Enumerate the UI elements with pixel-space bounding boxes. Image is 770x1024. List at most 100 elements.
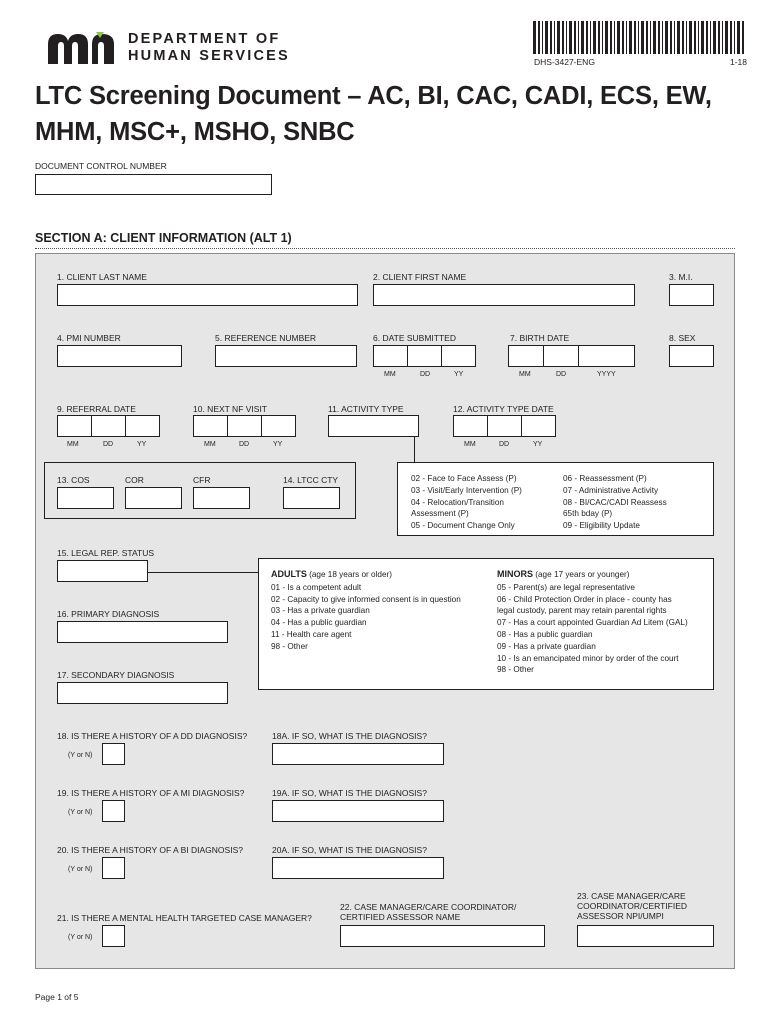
bi-history-label: 20. IS THERE A HISTORY OF A BI DIAGNOSIS…: [57, 845, 243, 855]
referral-date-yy[interactable]: [125, 415, 160, 437]
section-title: SECTION A: CLIENT INFORMATION (ALT 1): [35, 231, 292, 245]
barcode: [533, 21, 744, 54]
client-first-name-label: 2. CLIENT FIRST NAME: [373, 272, 467, 282]
primary-diagnosis-input[interactable]: [57, 621, 228, 643]
next-nf-visit-dd[interactable]: [227, 415, 262, 437]
activity-type-date-dd[interactable]: [487, 415, 522, 437]
ltcc-cty-input[interactable]: [283, 487, 340, 509]
activity-code: Assessment (P): [411, 509, 469, 519]
legal-rep-status-input[interactable]: [57, 560, 148, 582]
activity-type-input[interactable]: [328, 415, 419, 437]
birth-date-yyyy[interactable]: [578, 345, 635, 367]
reference-number-input[interactable]: [215, 345, 357, 367]
case-manager-npi-input[interactable]: [577, 925, 714, 947]
cor-input[interactable]: [125, 487, 182, 509]
cos-input[interactable]: [57, 487, 114, 509]
case-manager-name-input[interactable]: [340, 925, 545, 947]
case-manager-name-label-line1: 22. CASE MANAGER/CARE COORDINATOR/: [340, 902, 517, 912]
mh-case-manager-input[interactable]: [102, 925, 125, 947]
page-number: Page 1 of 5: [35, 992, 79, 1002]
minor-code: 06 - Child Protection Order in place - c…: [497, 594, 672, 604]
date-submitted-yy[interactable]: [441, 345, 476, 367]
activity-code: 06 - Reassessment (P): [563, 474, 647, 483]
activity-type-label: 11. ACTIVITY TYPE: [328, 404, 404, 414]
department-line2: HUMAN SERVICES: [128, 48, 290, 64]
activity-type-date-mm-hint: MM: [464, 441, 476, 448]
next-nf-visit-dd-hint: DD: [239, 441, 250, 448]
client-last-name-input[interactable]: [57, 284, 358, 306]
next-nf-visit-yy[interactable]: [261, 415, 296, 437]
minor-code: 05 - Parent(s) are legal representative: [497, 582, 635, 592]
date-submitted-mm[interactable]: [373, 345, 408, 367]
activity-type-date-dd-hint: DD: [499, 441, 510, 448]
adults-column: ADULTS (age 18 years or older) 01 - Is a…: [271, 569, 461, 653]
minors-column: MINORS (age 17 years or younger) 05 - Pa…: [497, 569, 688, 676]
bi-history-yn-hint: (Y or N): [68, 866, 93, 873]
dd-history-input[interactable]: [102, 743, 125, 765]
activity-code: 07 - Administrative Activity: [563, 485, 659, 495]
dcn-label: DOCUMENT CONTROL NUMBER: [35, 161, 167, 171]
activity-type-date-label: 12. ACTIVITY TYPE DATE: [453, 404, 554, 414]
secondary-diagnosis-input[interactable]: [57, 682, 228, 704]
next-nf-visit-label: 10. NEXT NF VISIT: [193, 404, 268, 414]
bi-history-input[interactable]: [102, 857, 125, 879]
activity-type-date-yy[interactable]: [521, 415, 556, 437]
client-last-name-label: 1. CLIENT LAST NAME: [57, 272, 147, 282]
referral-date-dd[interactable]: [91, 415, 126, 437]
mi-history-yn-hint: (Y or N): [68, 809, 93, 816]
pmi-number-input[interactable]: [57, 345, 182, 367]
case-manager-name-label: 22. CASE MANAGER/CARE COORDINATOR/ CERTI…: [340, 902, 516, 922]
dd-history-yn-hint: (Y or N): [68, 752, 93, 759]
cfr-input[interactable]: [193, 487, 250, 509]
adults-title: ADULTS: [271, 569, 307, 579]
sex-label: 8. SEX: [669, 333, 696, 343]
mi-diagnosis-input[interactable]: [272, 800, 444, 822]
form-code: DHS-3427-ENG: [534, 57, 595, 67]
minors-note: (age 17 years or younger): [535, 570, 630, 579]
minor-code: 09 - Has a private guardian: [497, 641, 596, 651]
minor-code: legal custody, parent may retain parenta…: [497, 606, 667, 616]
mh-case-manager-label: 21. IS THERE A MENTAL HEALTH TARGETED CA…: [57, 913, 312, 923]
adult-code: 98 - Other: [271, 641, 308, 651]
adult-code: 04 - Has a public guardian: [271, 618, 367, 628]
case-manager-name-label-line2: CERTIFIED ASSESSOR NAME: [340, 912, 461, 922]
reference-number-label: 5. REFERENCE NUMBER: [215, 333, 317, 343]
activity-codes-box: 02 - Face to Face Assess (P) 03 - Visit/…: [397, 462, 714, 536]
mi-label: 3. M.I.: [669, 272, 693, 282]
activity-connector: [414, 437, 415, 462]
mi-input[interactable]: [669, 284, 714, 306]
activity-type-date-mm[interactable]: [453, 415, 488, 437]
activity-code: 02 - Face to Face Assess (P): [411, 474, 517, 483]
bi-diagnosis-input[interactable]: [272, 857, 444, 879]
next-nf-visit-mm[interactable]: [193, 415, 228, 437]
client-first-name-input[interactable]: [373, 284, 635, 306]
next-nf-visit-yy-hint: YY: [273, 441, 283, 448]
birth-date-dd-hint: DD: [556, 371, 567, 378]
date-submitted-yy-hint: YY: [454, 371, 464, 378]
dcn-input[interactable]: [35, 174, 272, 195]
cfr-label: CFR: [193, 475, 211, 485]
birth-date-label: 7. BIRTH DATE: [510, 333, 570, 343]
bi-diagnosis-label: 20A. IF SO, WHAT IS THE DIAGNOSIS?: [272, 845, 427, 855]
title-line1: LTC Screening Document – AC, BI, CAC, CA…: [35, 82, 712, 110]
mi-history-input[interactable]: [102, 800, 125, 822]
form-date: 1-18: [730, 57, 748, 67]
activity-code: 05 - Document Change Only: [411, 521, 515, 531]
date-submitted-dd[interactable]: [407, 345, 442, 367]
adults-note: (age 18 years or older): [309, 570, 392, 579]
cos-group: [44, 462, 356, 519]
referral-date-yy-hint: YY: [137, 441, 147, 448]
referral-date-label: 9. REFERRAL DATE: [57, 404, 136, 414]
department-name: DEPARTMENT OF HUMAN SERVICES: [128, 31, 290, 65]
referral-date-mm[interactable]: [57, 415, 92, 437]
dd-diagnosis-input[interactable]: [272, 743, 444, 765]
birth-date-mm[interactable]: [508, 345, 544, 367]
date-submitted-mm-hint: MM: [384, 371, 396, 378]
date-submitted-label: 6. DATE SUBMITTED: [373, 333, 456, 343]
sex-input[interactable]: [669, 345, 714, 367]
cor-label: COR: [125, 475, 144, 485]
birth-date-mm-hint: MM: [519, 371, 531, 378]
adult-code: 03 - Has a private guardian: [271, 606, 370, 616]
section-rule: [35, 248, 735, 249]
birth-date-dd[interactable]: [543, 345, 579, 367]
